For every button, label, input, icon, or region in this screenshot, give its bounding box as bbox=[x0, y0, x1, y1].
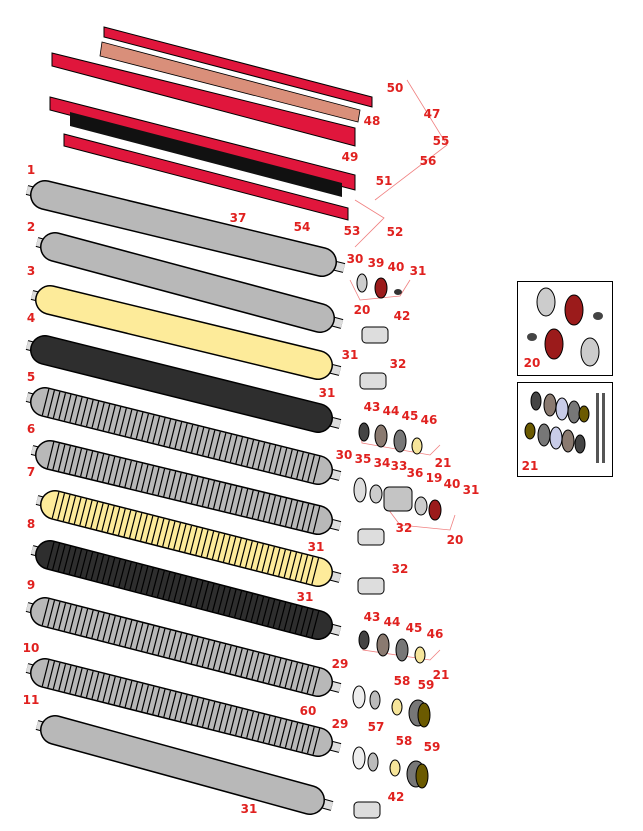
roller-7 bbox=[35, 490, 342, 587]
callout-number: 6 bbox=[26, 422, 36, 436]
roller-11 bbox=[35, 715, 334, 815]
callout-number: 50 bbox=[386, 81, 404, 95]
inset-bearing-kit-20: 20 bbox=[517, 281, 613, 376]
callout-number: 45 bbox=[401, 409, 419, 423]
callout-number: 8 bbox=[26, 517, 36, 531]
callout-number: 58 bbox=[393, 674, 411, 688]
callout-number: 54 bbox=[293, 220, 311, 234]
callout-number: 30 bbox=[346, 252, 364, 266]
callout-number: 37 bbox=[229, 211, 247, 225]
callout-number: 7 bbox=[26, 465, 36, 479]
callout-number: 31 bbox=[462, 483, 480, 497]
inset-label: 20 bbox=[523, 356, 541, 370]
callout-number: 2 bbox=[26, 220, 36, 234]
callout-number: 55 bbox=[432, 134, 450, 148]
callout-number: 31 bbox=[341, 348, 359, 362]
callout-number: 46 bbox=[426, 627, 444, 641]
callout-number: 42 bbox=[393, 309, 411, 323]
callout-number: 36 bbox=[406, 466, 424, 480]
callout-number: 35 bbox=[354, 452, 372, 466]
callout-number: 60 bbox=[299, 704, 317, 718]
callout-number: 10 bbox=[22, 641, 40, 655]
callout-number: 56 bbox=[419, 154, 437, 168]
callout-number: 3 bbox=[26, 264, 36, 278]
top-bars bbox=[49, 26, 373, 221]
callout-number: 59 bbox=[423, 740, 441, 754]
callout-number: 30 bbox=[335, 448, 353, 462]
roller-body bbox=[41, 491, 332, 586]
roller-2 bbox=[35, 232, 344, 333]
callout-number: 48 bbox=[363, 114, 381, 128]
callout-number: 9 bbox=[26, 578, 36, 592]
callout-number: 43 bbox=[363, 400, 381, 414]
roller-4 bbox=[25, 335, 342, 433]
callout-number: 5 bbox=[26, 370, 36, 384]
callout-number: 33 bbox=[390, 459, 408, 473]
callout-number: 4 bbox=[26, 311, 36, 325]
roller-body bbox=[41, 233, 334, 332]
bar-51 bbox=[63, 133, 349, 221]
roller-9 bbox=[25, 597, 342, 697]
roller-5 bbox=[25, 387, 342, 485]
roller-grooves bbox=[46, 441, 322, 534]
callout-number: 31 bbox=[307, 540, 325, 554]
callout-number: 21 bbox=[434, 456, 452, 470]
callout-number: 49 bbox=[341, 150, 359, 164]
black-strip bbox=[70, 112, 342, 197]
callout-number: 47 bbox=[423, 107, 441, 121]
serrated-strip-48 bbox=[99, 41, 361, 123]
roller-grooves bbox=[41, 598, 322, 696]
roller-grooves bbox=[46, 541, 322, 639]
callout-number: 42 bbox=[387, 790, 405, 804]
roller-8 bbox=[30, 540, 342, 640]
roller-body bbox=[41, 716, 324, 814]
callout-number: 20 bbox=[446, 533, 464, 547]
callout-number: 58 bbox=[395, 734, 413, 748]
callout-number: 59 bbox=[417, 678, 435, 692]
callout-number: 29 bbox=[331, 717, 349, 731]
callout-number: 52 bbox=[386, 225, 404, 239]
callout-number: 40 bbox=[443, 477, 461, 491]
roller-10 bbox=[25, 658, 342, 757]
bearing-kit-art bbox=[527, 287, 603, 367]
callout-number: 31 bbox=[318, 386, 336, 400]
callout-number: 29 bbox=[331, 657, 349, 671]
inset-label: 21 bbox=[521, 459, 539, 473]
callout-number: 19 bbox=[425, 471, 443, 485]
callout-number: 45 bbox=[405, 621, 423, 635]
callout-number: 31 bbox=[296, 590, 314, 604]
seal-kit-art bbox=[524, 391, 605, 463]
roller-3 bbox=[30, 285, 342, 380]
callout-number: 31 bbox=[240, 802, 258, 816]
roller-grooves bbox=[41, 388, 322, 484]
roller-6 bbox=[30, 440, 342, 535]
callout-number: 31 bbox=[409, 264, 427, 278]
roller-body bbox=[31, 181, 336, 276]
roller-1 bbox=[25, 180, 346, 277]
callout-number: 46 bbox=[420, 413, 438, 427]
callout-number: 1 bbox=[26, 163, 36, 177]
callout-number: 32 bbox=[395, 521, 413, 535]
callout-number: 51 bbox=[375, 174, 393, 188]
roller-grooves bbox=[41, 659, 322, 756]
callout-number: 57 bbox=[367, 720, 385, 734]
callout-number: 44 bbox=[383, 615, 401, 629]
callout-number: 32 bbox=[391, 562, 409, 576]
callout-number: 20 bbox=[353, 303, 371, 317]
bar-48 bbox=[51, 52, 356, 147]
callout-number: 43 bbox=[363, 610, 381, 624]
strip-50 bbox=[103, 26, 373, 108]
roller-body bbox=[36, 286, 332, 379]
callout-number: 11 bbox=[22, 693, 40, 707]
callout-number: 32 bbox=[389, 357, 407, 371]
callout-number: 53 bbox=[343, 224, 361, 238]
callout-number: 39 bbox=[367, 256, 385, 270]
callout-number: 34 bbox=[373, 456, 391, 470]
inset-seal-kit-21: 21 bbox=[517, 382, 613, 477]
callout-number: 21 bbox=[432, 668, 450, 682]
callout-number: 40 bbox=[387, 260, 405, 274]
callout-number: 44 bbox=[382, 404, 400, 418]
roller-body bbox=[31, 336, 332, 432]
